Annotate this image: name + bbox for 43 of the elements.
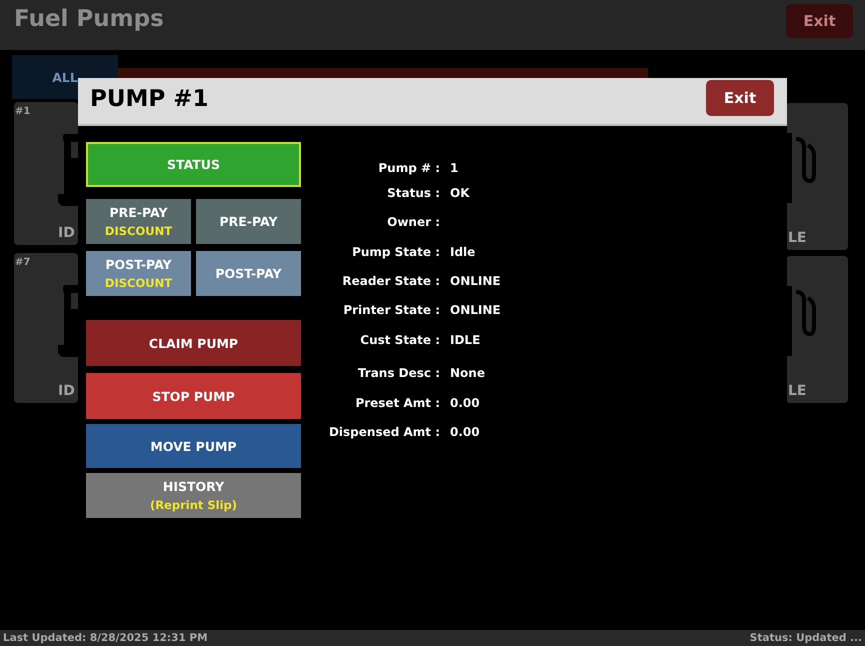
- pump-tile: [786, 256, 848, 403]
- field-label: Pump # :: [378, 160, 440, 176]
- action-button: Exit: [706, 80, 774, 116]
- pump-tile: [14, 102, 78, 245]
- pump-state: LE: [788, 383, 806, 399]
- action-button: CLAIM PUMP: [86, 320, 301, 366]
- action-button: HISTORY (Reprint Slip): [86, 473, 301, 518]
- field-label: Cust State :: [360, 332, 440, 348]
- pump-state: LE: [788, 230, 806, 246]
- action-button: POST-PAY: [196, 251, 301, 296]
- status-text: Status: Updated ...: [750, 631, 862, 645]
- last-updated-text: Last Updated: 8/28/2025 12:31 PM: [3, 631, 208, 645]
- field-label: Reader State :: [342, 273, 440, 289]
- field-value: OK: [450, 185, 470, 201]
- field-value: ONLINE: [450, 302, 501, 318]
- field-label: Owner :: [387, 214, 440, 230]
- field-value: 0.00: [450, 424, 480, 440]
- pump-tile: [786, 103, 848, 250]
- pump-tile: [14, 253, 78, 403]
- pump-number: #7: [15, 256, 30, 270]
- action-button: MOVE PUMP: [86, 424, 301, 468]
- field-label: Status :: [387, 185, 440, 201]
- pump-state: ID: [58, 225, 75, 241]
- page-title: Fuel Pumps: [14, 6, 164, 32]
- action-button: STOP PUMP: [86, 373, 301, 419]
- field-label: Printer State :: [343, 302, 440, 318]
- action-button: PRE-PAY DISCOUNT: [86, 199, 191, 244]
- field-value: IDLE: [450, 332, 480, 348]
- field-value: 0.00: [450, 395, 480, 411]
- field-value: Idle: [450, 244, 476, 260]
- pump-number: #1: [15, 105, 30, 119]
- action-button: POST-PAY DISCOUNT: [86, 251, 191, 296]
- pump-state: ID: [58, 383, 75, 399]
- action-button: PRE-PAY: [196, 199, 301, 244]
- field-label: Preset Amt :: [355, 395, 440, 411]
- field-label: Pump State :: [352, 244, 440, 260]
- field-label: Trans Desc :: [358, 365, 440, 381]
- field-label: Dispensed Amt :: [328, 424, 440, 440]
- action-button: STATUS: [86, 142, 301, 187]
- field-value: None: [450, 365, 485, 381]
- exit-button: Exit: [786, 4, 853, 38]
- field-value: 1: [450, 160, 458, 176]
- field-value: ONLINE: [450, 273, 501, 289]
